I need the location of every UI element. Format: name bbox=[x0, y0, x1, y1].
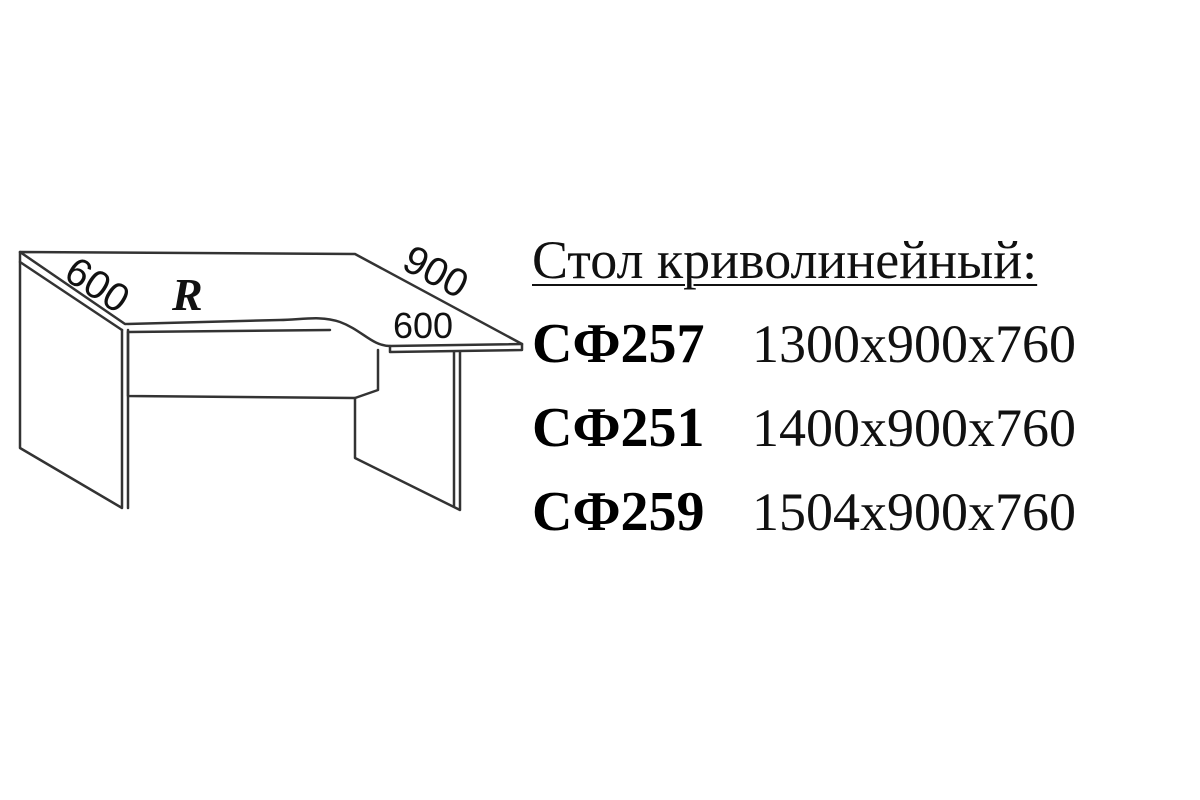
modesty-panel-top bbox=[126, 328, 332, 334]
model-code: СФ259 bbox=[532, 481, 705, 543]
tabletop-front-thickness bbox=[388, 342, 524, 354]
right-leg bbox=[353, 350, 462, 512]
model-dimensions: 1504х900х760 bbox=[752, 482, 1076, 542]
spec-title: Стол криволинейный: bbox=[532, 230, 1038, 290]
model-code: СФ257 bbox=[532, 313, 705, 375]
spec-row: СФ257 1300х900х760 bbox=[532, 312, 1172, 396]
dim-label-right-depth: 600 bbox=[393, 305, 453, 346]
dim-label-left-depth: 600 bbox=[57, 249, 137, 322]
spec-row: СФ259 1504х900х760 bbox=[532, 480, 1172, 564]
radius-label: R bbox=[171, 269, 203, 320]
spec-panel: Стол криволинейный: СФ257 1300х900х760 С… bbox=[532, 228, 1172, 564]
model-code: СФ251 bbox=[532, 397, 705, 459]
modesty-panel bbox=[126, 330, 380, 400]
desk-outline bbox=[18, 250, 524, 512]
model-dimensions: 1400х900х760 bbox=[752, 398, 1076, 458]
spec-list: СФ257 1300х900х760 СФ251 1400х900х760 СФ… bbox=[532, 312, 1172, 564]
model-dimensions: 1300х900х760 bbox=[752, 314, 1076, 374]
left-side-panel bbox=[18, 260, 124, 510]
dim-label-right-width: 900 bbox=[396, 237, 476, 307]
spec-row: СФ251 1400х900х760 bbox=[532, 396, 1172, 480]
